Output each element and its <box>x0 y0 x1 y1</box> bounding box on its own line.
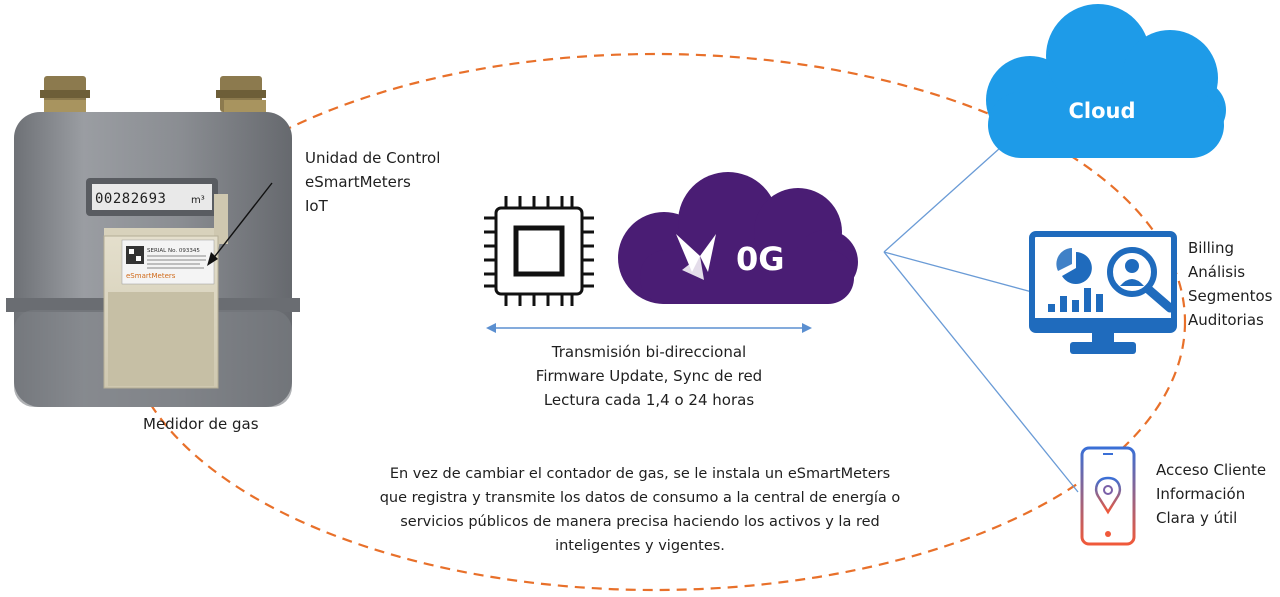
customer-item: Acceso Cliente <box>1156 461 1267 479</box>
description-line: servicios públicos de manera precisa hac… <box>400 514 880 530</box>
control-unit-label: Unidad de Control eSmartMeters IoT <box>305 146 440 218</box>
device-serial-label: SERIAL No. 093345 <box>147 248 200 254</box>
0g-label: 0G <box>736 240 785 278</box>
sigfox-logo-icon <box>676 234 716 280</box>
0g-network-cloud <box>618 172 858 304</box>
customer-item: Información <box>1156 485 1246 503</box>
device-brand-label: eSmartMeters <box>126 272 176 280</box>
description-line: inteligentes y vigentes. <box>555 538 725 554</box>
orbit-ellipse <box>123 52 1187 592</box>
smartphone-icon <box>1080 446 1136 546</box>
customer-item: Clara y útil <box>1156 509 1238 527</box>
transmission-line: Firmware Update, Sync de red <box>535 367 763 385</box>
bidirectional-arrow <box>486 323 812 333</box>
billing-item: Auditorias <box>1188 311 1264 329</box>
connector-lines <box>883 147 1079 493</box>
meter-counter-unit: m³ <box>191 195 205 206</box>
control-unit-line: eSmartMeters <box>305 173 411 191</box>
analytics-monitor-icon <box>1029 231 1177 354</box>
transmission-line: Transmisión bi-direccional <box>551 343 747 361</box>
billing-item: Segmentos <box>1188 287 1273 305</box>
gas-meter-image <box>6 76 300 407</box>
description-line: En vez de cambiar el contador de gas, se… <box>389 466 891 482</box>
cloud-label: Cloud <box>1068 99 1135 123</box>
meter-counter-digits: 00282693 <box>95 191 166 207</box>
control-unit-line: Unidad de Control <box>305 149 441 167</box>
callout-arrow <box>207 182 273 266</box>
gas-meter-caption: Medidor de gas <box>143 415 259 433</box>
customer-access-list: Acceso Cliente Información Clara y útil <box>1156 458 1266 530</box>
description-line: que registra y transmite los datos de co… <box>379 490 901 506</box>
transmission-line: Lectura cada 1,4 o 24 horas <box>543 391 755 409</box>
billing-list: Billing Análisis Segmentos Auditorias <box>1188 236 1273 332</box>
description-text: En vez de cambiar el contador de gas, se… <box>335 462 945 558</box>
control-unit-line: IoT <box>305 197 328 215</box>
billing-item: Billing <box>1188 239 1234 257</box>
chip-icon <box>484 196 594 306</box>
transmission-text: Transmisión bi-direccional Firmware Upda… <box>499 340 799 412</box>
billing-item: Análisis <box>1188 263 1246 281</box>
cloud-icon <box>986 4 1226 158</box>
